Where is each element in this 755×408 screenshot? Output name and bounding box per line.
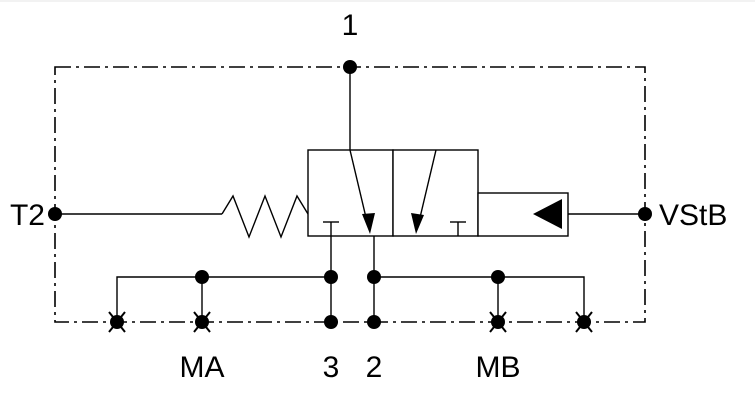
junction-dot-2	[367, 270, 381, 284]
port-1-dot	[343, 60, 357, 74]
label-port-mb: MB	[476, 351, 521, 384]
flow-arrow-left-head	[362, 213, 375, 234]
plugged-port-icon	[193, 311, 211, 333]
branch-line-right	[374, 276, 585, 322]
port-2-dot	[367, 315, 381, 329]
plugged-port-icon	[575, 311, 593, 333]
valve-position-left	[307, 149, 394, 237]
flow-arrow-left-line	[349, 149, 369, 227]
pilot-triangle-icon	[533, 199, 562, 229]
valve-position-right	[392, 149, 479, 237]
junction-dot-ma	[195, 270, 209, 284]
flow-arrow-right-head	[411, 213, 424, 234]
port-t2-dot	[48, 207, 62, 221]
return-spring	[221, 194, 309, 239]
junction-dot-3	[324, 270, 338, 284]
plugged-port-icon	[108, 311, 126, 333]
port-vstb-dot	[638, 207, 652, 221]
label-port-1: 1	[342, 9, 359, 42]
label-port-3: 3	[323, 351, 340, 384]
flow-arrow-right-line	[417, 149, 437, 227]
label-port-ma: MA	[180, 351, 225, 384]
label-port-2: 2	[366, 351, 383, 384]
label-port-vstb: VStB	[659, 199, 727, 232]
port-3-dot	[324, 315, 338, 329]
branch-line-left	[116, 276, 331, 322]
junction-dot-mb	[491, 270, 505, 284]
plugged-port-icon	[489, 311, 507, 333]
label-port-t2: T2	[10, 199, 45, 232]
